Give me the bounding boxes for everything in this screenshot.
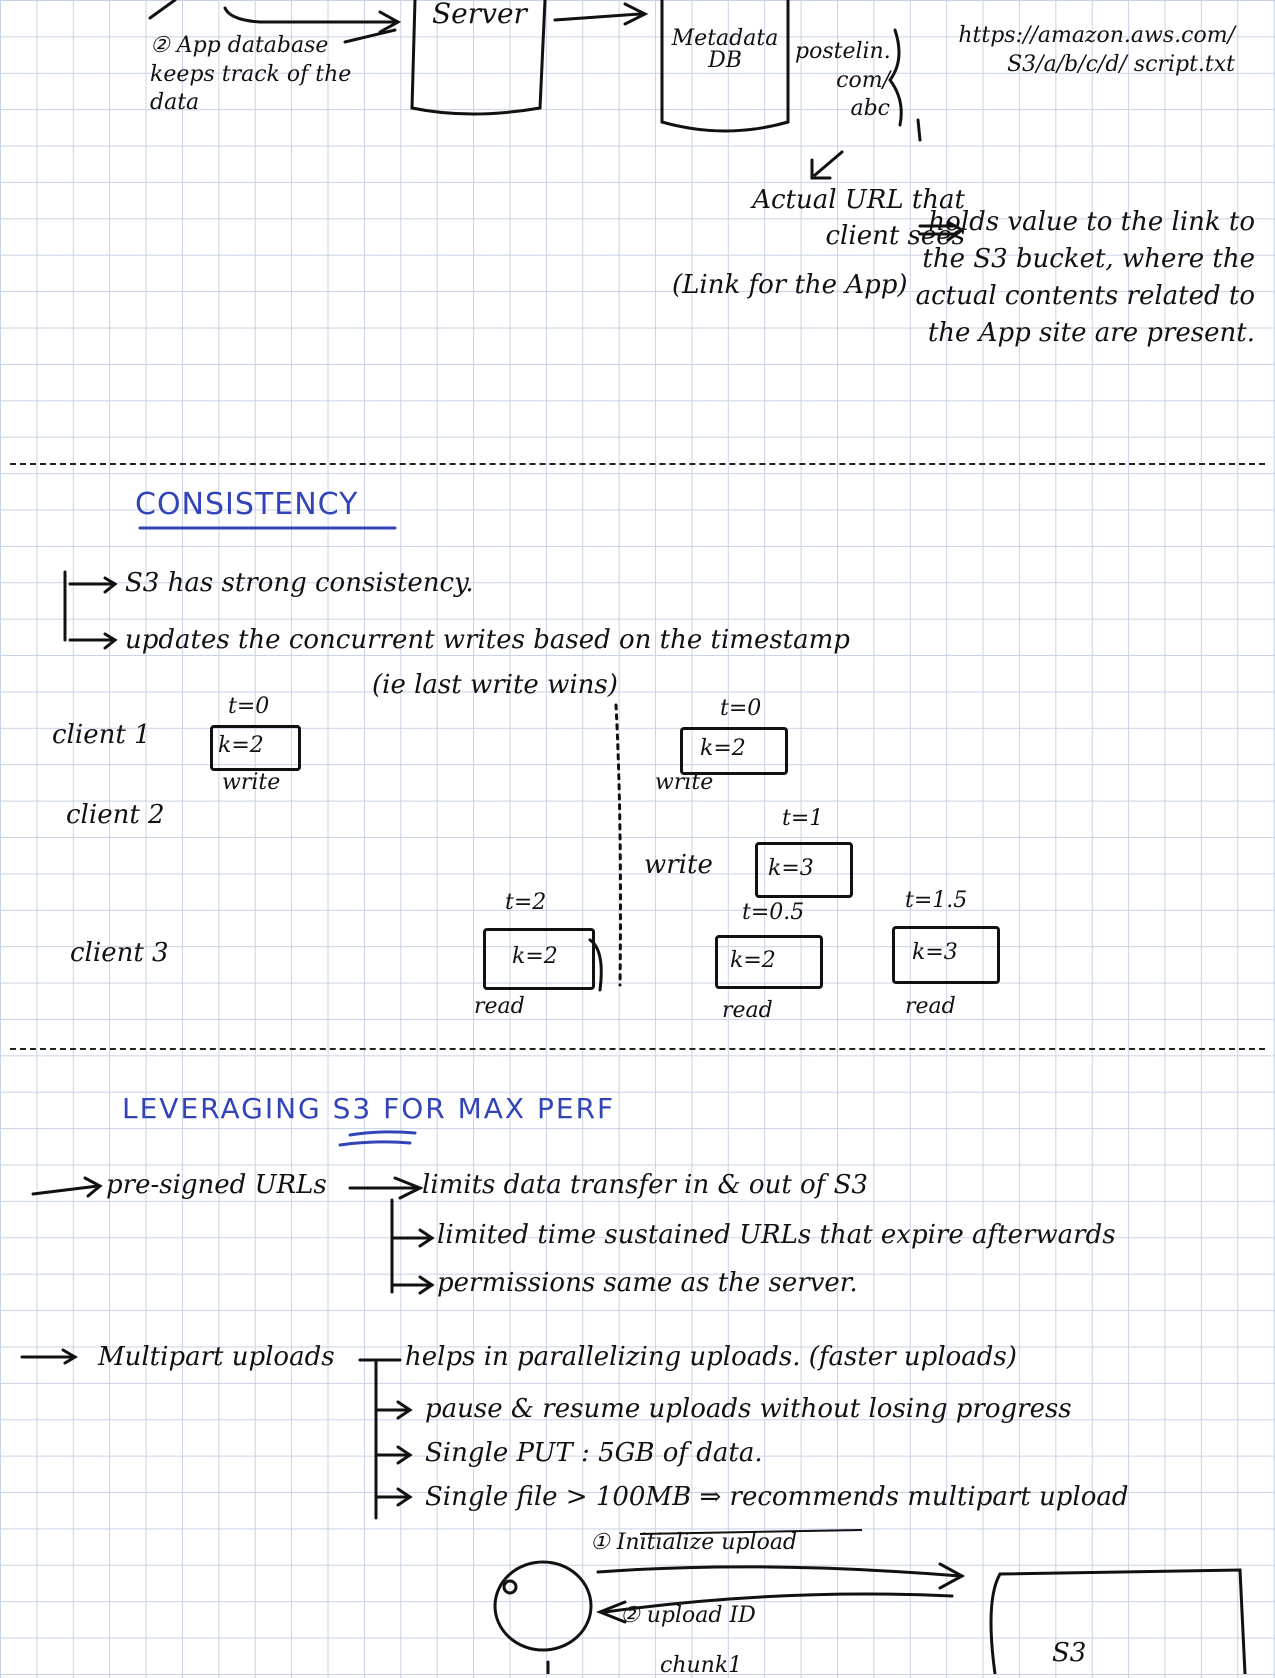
consistency-bullet: updates the concurrent writes based on t… bbox=[125, 625, 850, 655]
client-label: client 1 bbox=[52, 720, 151, 750]
event-value-box bbox=[483, 928, 595, 990]
event-value-box bbox=[715, 935, 823, 989]
consistency-bullet: S3 has strong consistency. bbox=[125, 568, 474, 598]
flow-step-2: ② upload ID bbox=[620, 1603, 756, 1628]
event-time: t=0 bbox=[228, 694, 270, 719]
s3-url: https://amazon.aws.com/ S3/a/b/c/d/ scri… bbox=[958, 23, 1235, 77]
event-op: read bbox=[722, 998, 773, 1023]
section-divider bbox=[10, 463, 1265, 465]
event-time: t=1.5 bbox=[905, 888, 968, 913]
multipart-point: Single file > 100MB ⇒ recommends multipa… bbox=[425, 1482, 1129, 1512]
presigned-point: permissions same as the server. bbox=[437, 1268, 858, 1298]
event-op: write bbox=[222, 770, 281, 795]
link-for-app: (Link for the App) bbox=[672, 270, 908, 300]
event-op: write bbox=[644, 850, 713, 880]
event-value: k=2 bbox=[700, 736, 746, 761]
postelin-note: postelin. com/ abc bbox=[795, 39, 891, 122]
actual-url-note: Actual URL that client sees bbox=[752, 185, 965, 252]
event-value: k=3 bbox=[768, 856, 814, 881]
event-time: t=1 bbox=[782, 806, 824, 831]
event-time: t=2 bbox=[505, 890, 547, 915]
consistency-bullet: (ie last write wins) bbox=[372, 670, 618, 700]
event-value: k=3 bbox=[912, 940, 958, 965]
event-value-box bbox=[680, 727, 788, 775]
flow-step-1: ① Initialize upload bbox=[590, 1530, 798, 1555]
flow-step-3: chunk1 bbox=[660, 1653, 743, 1678]
metadata-db-label: Metadata DB bbox=[671, 26, 779, 73]
holds-value-note: holds value to the link to the S3 bucket… bbox=[915, 207, 1255, 348]
event-value: k=2 bbox=[730, 948, 776, 973]
event-op: read bbox=[905, 994, 956, 1019]
event-time: t=0 bbox=[720, 696, 762, 721]
event-op: read bbox=[474, 994, 525, 1019]
multipart-point: pause & resume uploads without losing pr… bbox=[425, 1394, 1072, 1424]
consistency-title: CONSISTENCY bbox=[135, 487, 359, 522]
multipart-point: Single PUT : 5GB of data. bbox=[425, 1438, 763, 1468]
multipart-point: helps in parallelizing uploads. (faster … bbox=[405, 1342, 1017, 1372]
multipart-label: Multipart uploads bbox=[98, 1342, 335, 1372]
presigned-point: limited time sustained URLs that expire … bbox=[437, 1220, 1116, 1250]
event-time: t=0.5 bbox=[742, 900, 805, 925]
section-divider bbox=[10, 1048, 1265, 1050]
event-value: k=2 bbox=[218, 733, 264, 758]
flow-target-s3: S3 bbox=[1052, 1638, 1087, 1668]
event-value-box bbox=[892, 926, 1000, 984]
event-op: write bbox=[655, 770, 714, 795]
client-label: client 2 bbox=[66, 800, 165, 830]
event-value-box bbox=[210, 725, 301, 771]
server-label: Server bbox=[432, 0, 527, 30]
app-db-note: ② App database keeps track of the data bbox=[150, 33, 352, 116]
presigned-label: pre-signed URLs bbox=[106, 1170, 327, 1200]
presigned-point: limits data transfer in & out of S3 bbox=[422, 1170, 868, 1200]
perf-title: LEVERAGING S3 FOR MAX PERF bbox=[122, 1092, 616, 1125]
event-value: k=2 bbox=[512, 944, 558, 969]
event-value-box bbox=[755, 842, 853, 898]
client-label: client 3 bbox=[70, 938, 169, 968]
